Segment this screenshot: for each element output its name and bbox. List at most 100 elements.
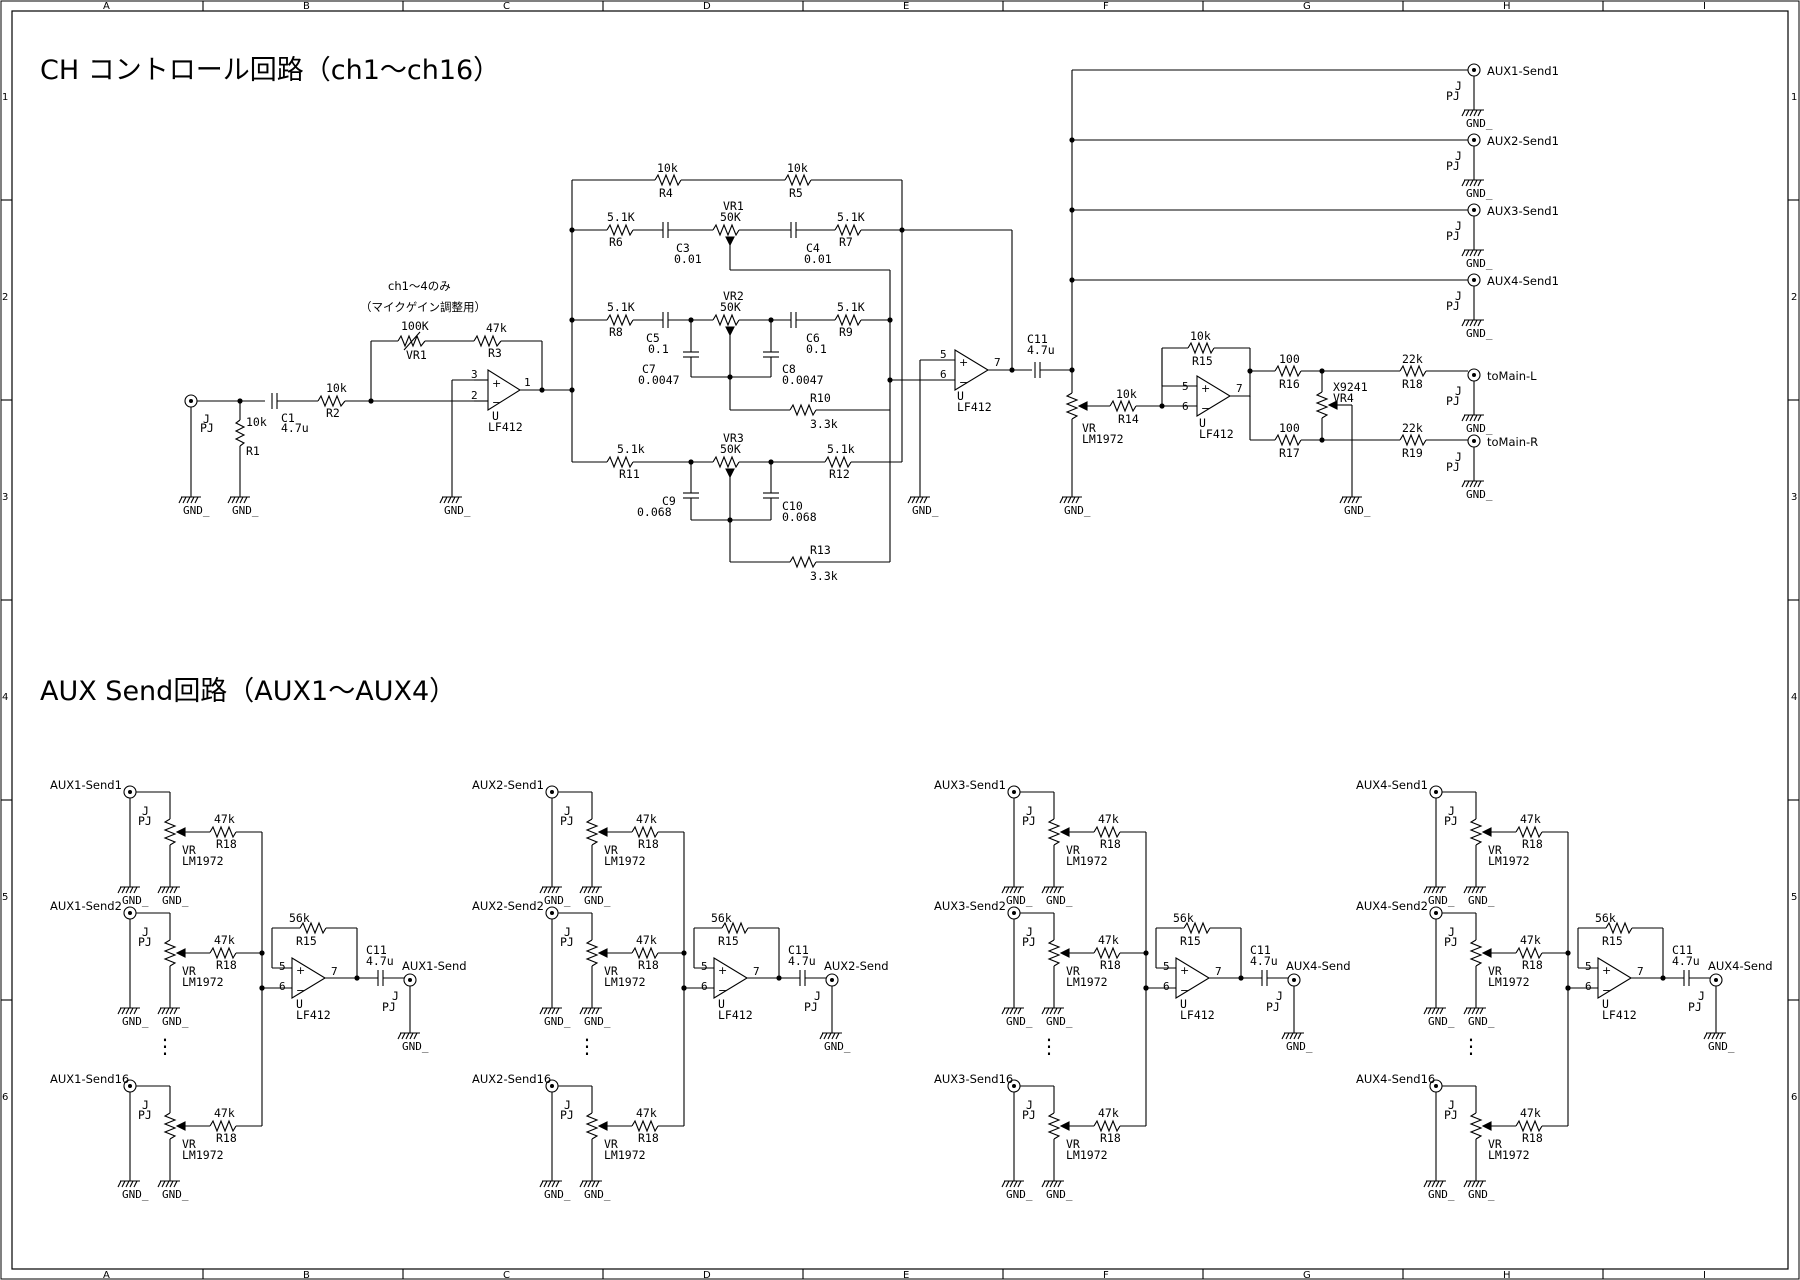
ruler-row-left-5: 5	[2, 892, 8, 903]
u1-type: LF412	[488, 420, 523, 434]
aux3-r-in-ref-2: R18	[1100, 958, 1121, 972]
aux4-r-in-ref-2: R18	[1522, 958, 1543, 972]
ruler-row-left-6: 6	[2, 1092, 8, 1103]
aux1-r-in-value-2: 47k	[214, 933, 235, 947]
aux1-vr-3	[163, 1112, 186, 1140]
aux3-jack-gnd-2: GND_	[1001, 1007, 1033, 1028]
aux1-r-in-2	[209, 946, 237, 960]
aux1-pin-minus: 6	[279, 980, 286, 993]
aux4-jack-ref-3: J	[1448, 1098, 1455, 1112]
aux4-vr-type-3: LM1972	[1488, 1148, 1530, 1162]
aux1-rf-ref: R15	[296, 934, 317, 948]
aux4-opamp-minus-sign: −	[1602, 984, 1611, 997]
c11-value: 4.7u	[1027, 343, 1055, 357]
ruler-row-left-4: 4	[2, 692, 8, 703]
aux3-out-gnd-label: GND_	[1286, 1040, 1313, 1053]
fader-vr	[1065, 392, 1079, 420]
u1-minus-sign: −	[492, 396, 501, 409]
c7-ref: C7	[642, 362, 656, 376]
u1-opamp	[487, 369, 522, 411]
aux1-vr-gnd-2: GND_	[157, 1007, 189, 1028]
ruler-col-top-C: C	[503, 1, 510, 12]
output-jack-name-6: toMain-R	[1487, 435, 1538, 449]
aux2-input-name-2: AUX2-Send2	[472, 899, 544, 913]
aux3-vr-ref-2: VR	[1066, 964, 1080, 978]
aux1-jack-type-3: PJ	[138, 1108, 152, 1122]
aux1-jack-ref-1: J	[142, 804, 149, 818]
r14-value: 10k	[1116, 387, 1137, 401]
aux3-r-in-value-1: 47k	[1098, 812, 1119, 826]
ruler-col-bottom-E: E	[903, 1270, 909, 1280]
aux-block-3: AUX3-Send1GND_JPJGND_VRLM197247kR18AUX3-…	[934, 778, 1351, 1201]
ruler-col-bottom-G: G	[1303, 1270, 1311, 1280]
u3-opamp	[1196, 375, 1232, 417]
aux2-jack-type-1: PJ	[560, 814, 574, 828]
vr2-ref: VR2	[723, 289, 744, 303]
aux2-pin-minus: 6	[701, 980, 708, 993]
output-jack-gnd-4: GND_	[1461, 319, 1493, 340]
aux1-r-in-3	[209, 1119, 237, 1133]
aux2-vr-gnd-1: GND_	[579, 886, 611, 907]
aux4-vr-type-1: LM1972	[1488, 854, 1530, 868]
aux2-r-in-2	[631, 946, 659, 960]
ruler-col-top-D: D	[703, 1, 711, 12]
fader-vr-ref: VR	[1082, 421, 1096, 435]
aux2-vr-ref-1: VR	[604, 843, 618, 857]
r5-resistor	[784, 173, 812, 187]
r11-value: 5.1k	[617, 442, 645, 456]
ruler-col-top-G: G	[1303, 1, 1311, 12]
aux3-out-jack-type: PJ	[1266, 1000, 1280, 1014]
r2-value: 10k	[326, 381, 347, 395]
output-jack-gnd-5: GND_	[1461, 414, 1493, 435]
u2-minus-sign: −	[959, 376, 968, 389]
aux1-jack-gnd-3-label: GND_	[122, 1188, 149, 1201]
r15-resistor	[1187, 341, 1215, 355]
c8-value: 0.0047	[782, 373, 824, 387]
output-jack-4	[1467, 273, 1481, 287]
aux4-out-gnd-label: GND_	[1708, 1040, 1735, 1053]
ch-section-title: CH コントロール回路（ch1～ch16）	[40, 55, 500, 86]
r8-value: 5.1K	[607, 300, 635, 314]
r5-value: 10k	[787, 161, 808, 175]
aux2-r-in-3	[631, 1119, 659, 1133]
aux-send-circuits: AUX1-Send1GND_JPJGND_VRLM197247kR18AUX1-…	[50, 778, 1773, 1201]
aux2-vr-type-3: LM1972	[604, 1148, 646, 1162]
u1-pin-plus: 3	[471, 368, 478, 381]
aux2-c-value: 4.7u	[788, 954, 816, 968]
aux4-vr-3	[1469, 1112, 1492, 1140]
aux3-jack-ref-3: J	[1026, 1098, 1033, 1112]
ch-ground-symbols: GND_GND_GND_GND_GND_GND_	[178, 496, 1371, 517]
r3-ref: R3	[488, 346, 502, 360]
output-jack-ref-4: J	[1455, 289, 1462, 303]
aux1-jack-gnd-2: GND_	[117, 1007, 149, 1028]
aux4-input-name-1: AUX4-Send1	[1356, 778, 1428, 792]
output-jack-ref-3: J	[1455, 219, 1462, 233]
output-jack-1	[1467, 63, 1481, 77]
aux4-input-name-2: AUX4-Send2	[1356, 899, 1428, 913]
fader-vr-gnd-label: GND_	[1064, 504, 1091, 517]
aux4-r-in-value-2: 47k	[1520, 933, 1541, 947]
aux4-out-jack-ref: J	[1698, 989, 1705, 1003]
aux1-out-gnd: GND_	[397, 1032, 429, 1053]
aux3-out-jack-ref: J	[1276, 989, 1283, 1003]
aux2-jack-gnd-2-label: GND_	[544, 1015, 571, 1028]
r1-value: 10k	[246, 415, 267, 429]
aux4-vr-1	[1469, 818, 1492, 846]
aux-block-2: AUX2-Send1GND_JPJGND_VRLM197247kR18AUX2-…	[472, 778, 889, 1201]
aux2-out-gnd: GND_	[819, 1032, 851, 1053]
u3-pin-minus: 6	[1182, 400, 1189, 413]
ruler-col-bottom-H: H	[1503, 1270, 1511, 1280]
aux4-input-jack-2	[1429, 906, 1443, 920]
output-jack-type-5: PJ	[1446, 394, 1460, 408]
output-jack-gnd-5-label: GND_	[1466, 422, 1493, 435]
aux1-opamp	[291, 957, 327, 999]
r4-value: 10k	[657, 161, 678, 175]
r12-value: 5.1k	[827, 442, 855, 456]
u1-ref: U	[492, 409, 499, 423]
r18-ref: R18	[1402, 377, 1423, 391]
ruler-col-bottom-B: B	[303, 1270, 310, 1280]
c9-value: 0.068	[637, 505, 672, 519]
ruler-col-bottom-I: I	[1703, 1270, 1706, 1280]
aux1-vr-ref-1: VR	[182, 843, 196, 857]
